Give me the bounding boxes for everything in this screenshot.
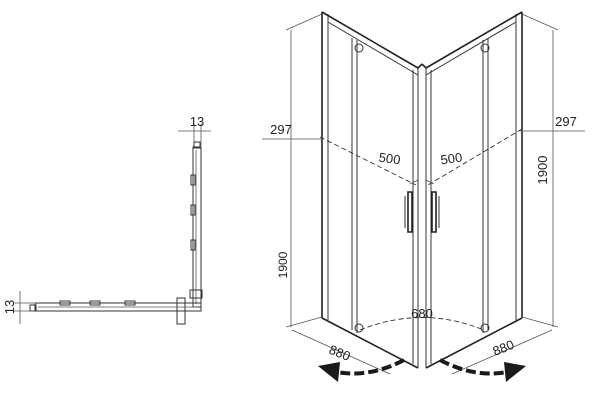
- dim-label-680: 680: [411, 306, 433, 321]
- dim-line-880-right: [451, 329, 553, 375]
- dim-label-1900-right: 1900: [535, 156, 550, 185]
- right-door-handle: [431, 191, 437, 233]
- dim-line-500-left: [319, 136, 417, 186]
- enclosure-elevation: 297 297 500 500 1900 680 880 880: [262, 11, 585, 382]
- slide-left-arrow-icon: [318, 358, 405, 382]
- dim-line-500-right: [427, 128, 523, 186]
- profile-plan-view: 13 13 1900: [2, 114, 290, 325]
- dim-line-880-left: [291, 329, 391, 375]
- vertical-profile: [192, 146, 202, 308]
- left-door-handle: [407, 191, 413, 233]
- slide-right-arrow-icon: [439, 358, 526, 382]
- dim-label-1900-left: 1900: [276, 251, 290, 278]
- dim-label-500-left: 500: [378, 150, 402, 168]
- horizontal-profile: [34, 302, 202, 312]
- dim-line-680: [359, 317, 485, 331]
- dim-label-880-right: 880: [490, 337, 516, 359]
- dim-label-500-right: 500: [440, 150, 464, 168]
- dim-label-297-left: 297: [270, 122, 292, 137]
- dim-label-13-top: 13: [190, 114, 204, 129]
- dim-label-297-right: 297: [555, 114, 577, 129]
- dim-label-13-left: 13: [2, 300, 17, 314]
- dim-label-880-left: 880: [327, 342, 353, 364]
